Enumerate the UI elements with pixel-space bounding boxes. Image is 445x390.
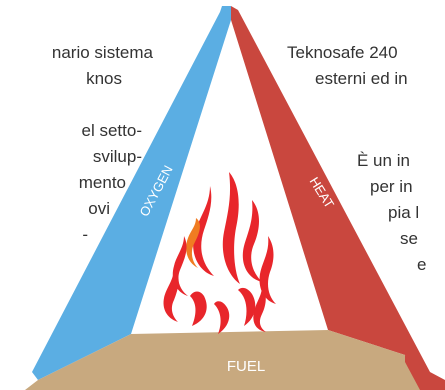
fuel-side bbox=[25, 330, 420, 390]
right-text-line: e bbox=[417, 255, 427, 274]
left-text-line: ovi bbox=[88, 199, 110, 218]
right-paragraph: Teknosafe 240 esterni ed in È un in per … bbox=[0, 40, 445, 280]
right-text-line: per in bbox=[370, 177, 413, 196]
left-text-line: mento bbox=[78, 173, 126, 192]
left-text-line: el setto- bbox=[81, 121, 142, 140]
right-text-line: Teknosafe 240 bbox=[287, 43, 398, 62]
fire-icon bbox=[163, 172, 276, 334]
left-text-line: - bbox=[82, 225, 88, 244]
left-text-line: svilup- bbox=[92, 147, 142, 166]
fuel-label: FUEL bbox=[227, 358, 265, 375]
left-text-line: knos bbox=[86, 69, 122, 88]
heat-side bbox=[231, 6, 430, 380]
left-text-line: nario sistema bbox=[51, 43, 153, 62]
oxygen-side bbox=[32, 6, 231, 380]
right-text-line: pia l bbox=[388, 203, 420, 222]
right-text-line: esterni ed in bbox=[315, 69, 408, 88]
right-text-line: se bbox=[400, 229, 418, 248]
right-text-line: È un in bbox=[357, 151, 410, 170]
